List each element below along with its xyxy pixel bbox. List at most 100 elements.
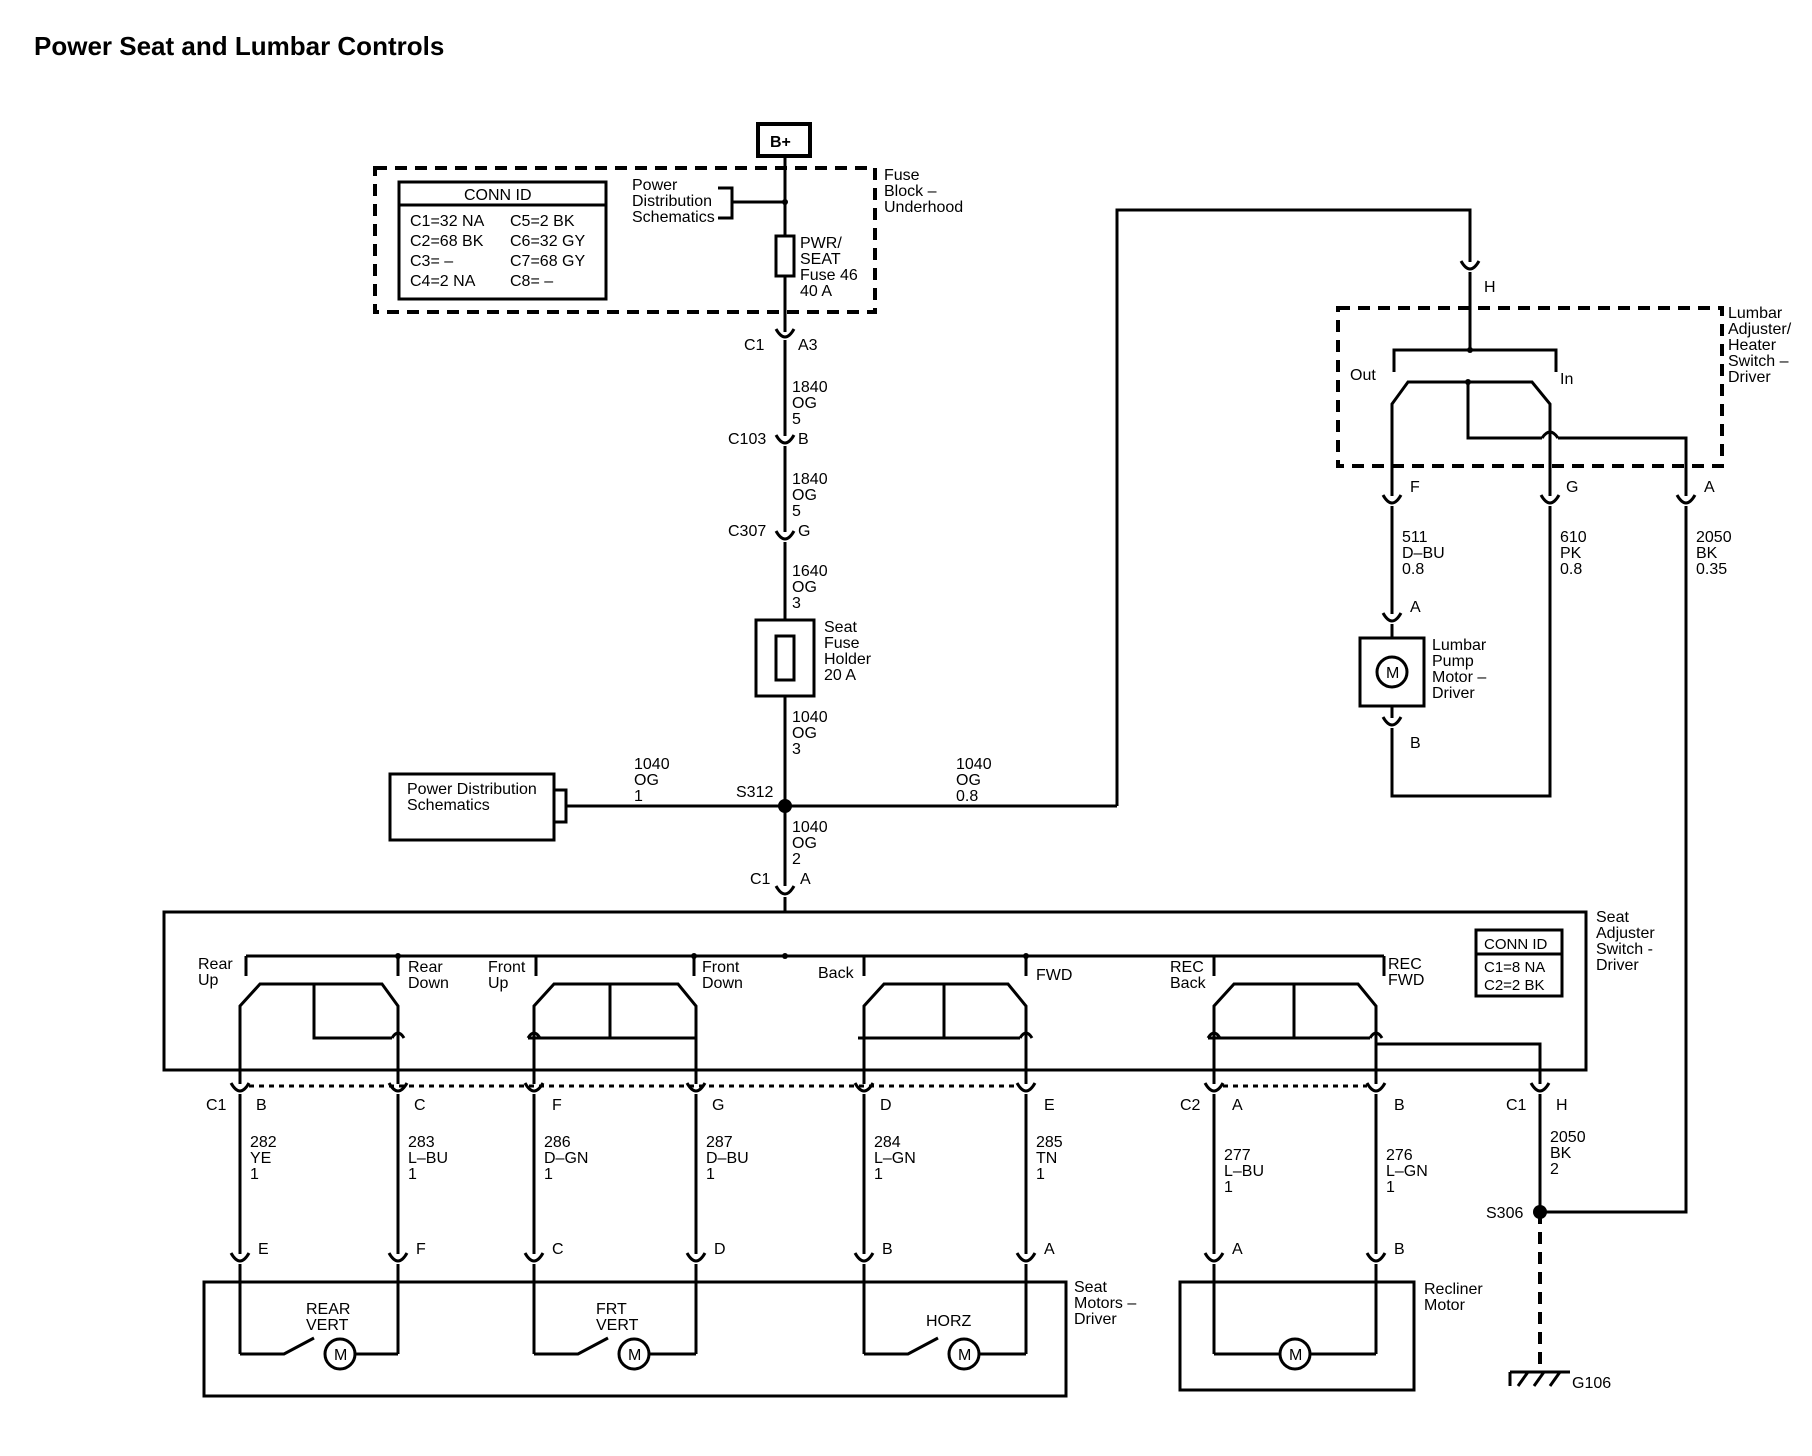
svg-text:Motor: Motor bbox=[1424, 1297, 1466, 1314]
svg-text:Up: Up bbox=[488, 975, 509, 992]
motor-pin-labels: E F C D B A A B bbox=[258, 1241, 1405, 1258]
conn-c1-label: C1 bbox=[744, 337, 765, 354]
svg-text:FWD: FWD bbox=[1388, 972, 1424, 989]
motor-frt-vert bbox=[534, 1336, 696, 1371]
seat-conn-id-row-1: C1=8 NA bbox=[1484, 959, 1545, 976]
svg-text:1: 1 bbox=[408, 1166, 417, 1183]
wire-1040-right: 1040 OG 0.8 bbox=[956, 756, 992, 805]
svg-text:2: 2 bbox=[1550, 1161, 1559, 1178]
svg-text:511: 511 bbox=[1402, 529, 1428, 546]
svg-text:Recliner: Recliner bbox=[1424, 1281, 1483, 1298]
svg-text:2: 2 bbox=[792, 851, 801, 868]
switch-rear-vert bbox=[238, 982, 406, 1070]
svg-text:TN: TN bbox=[1036, 1150, 1057, 1167]
svg-text:PWR/: PWR/ bbox=[800, 235, 842, 252]
svg-text:Rear: Rear bbox=[408, 959, 443, 976]
svg-text:B: B bbox=[1394, 1097, 1405, 1114]
svg-text:1: 1 bbox=[544, 1166, 553, 1183]
motor-frt-vert-label-2: VERT bbox=[596, 1317, 639, 1334]
splice-s306-label: S306 bbox=[1486, 1205, 1523, 1222]
svg-text:286: 286 bbox=[544, 1134, 571, 1151]
svg-text:F: F bbox=[552, 1097, 562, 1114]
recliner-motor-label: Recliner Motor bbox=[1424, 1281, 1483, 1314]
svg-text:OG: OG bbox=[792, 835, 817, 852]
svg-text:Motor –: Motor – bbox=[1432, 669, 1486, 686]
conn-id-title: CONN ID bbox=[464, 187, 532, 204]
lumbar-in-label: In bbox=[1560, 371, 1573, 388]
svg-text:C5=2 BK: C5=2 BK bbox=[510, 213, 575, 230]
svg-text:OG: OG bbox=[956, 772, 981, 789]
svg-text:Adjuster/: Adjuster/ bbox=[1728, 321, 1792, 338]
conn-c103-label: C103 bbox=[728, 431, 766, 448]
wire-1040-b: 1040 OG 2 bbox=[792, 819, 828, 868]
svg-text:Fuse: Fuse bbox=[824, 635, 860, 652]
svg-text:L–BU: L–BU bbox=[408, 1150, 448, 1167]
svg-text:Driver: Driver bbox=[1596, 957, 1639, 974]
recliner-motor-box bbox=[1178, 1280, 1416, 1392]
splice-s312-label: S312 bbox=[736, 784, 773, 801]
svg-text:E: E bbox=[258, 1241, 269, 1258]
svg-text:C6=32 GY: C6=32 GY bbox=[510, 233, 585, 250]
svg-text:H: H bbox=[1556, 1097, 1568, 1114]
svg-text:0.8: 0.8 bbox=[956, 788, 978, 805]
wire-1840-a: 1840 OG 5 bbox=[792, 379, 828, 428]
svg-text:Adjuster: Adjuster bbox=[1596, 925, 1655, 942]
motor-rear-vert-m: M bbox=[334, 1347, 347, 1364]
motor-frt-vert-m: M bbox=[628, 1347, 641, 1364]
motor-horz-label: HORZ bbox=[926, 1313, 972, 1330]
ground-symbol bbox=[1508, 1370, 1570, 1387]
svg-text:277: 277 bbox=[1224, 1147, 1251, 1164]
svg-text:F: F bbox=[416, 1241, 426, 1258]
conn-c2-seat: C2 bbox=[1180, 1097, 1201, 1114]
motor-rear-vert bbox=[240, 1336, 398, 1371]
svg-text:3: 3 bbox=[792, 595, 801, 612]
svg-text:BK: BK bbox=[1550, 1145, 1572, 1162]
conn-c307-label: C307 bbox=[728, 523, 766, 540]
motor-horz bbox=[864, 1336, 1026, 1371]
svg-text:C: C bbox=[414, 1097, 426, 1114]
svg-text:283: 283 bbox=[408, 1134, 435, 1151]
svg-text:Fuse 46: Fuse 46 bbox=[800, 267, 858, 284]
svg-text:Front: Front bbox=[488, 959, 526, 976]
svg-text:Schematics: Schematics bbox=[407, 797, 490, 814]
svg-text:A: A bbox=[1044, 1241, 1055, 1258]
svg-text:OG: OG bbox=[792, 725, 817, 742]
lumbar-motor-pin-a: A bbox=[1410, 599, 1421, 616]
svg-text:Seat: Seat bbox=[1596, 909, 1629, 926]
svg-text:Rear: Rear bbox=[198, 956, 233, 973]
pds-reference-box bbox=[388, 772, 556, 842]
svg-text:0.8: 0.8 bbox=[1560, 561, 1582, 578]
lumbar-motor-m: M bbox=[1386, 665, 1399, 682]
switch-horz bbox=[858, 982, 1034, 1070]
svg-text:1: 1 bbox=[1036, 1166, 1045, 1183]
seat-motors-label: Seat Motors – Driver bbox=[1074, 1279, 1136, 1328]
seat-adjuster-switch-label: Seat Adjuster Switch - Driver bbox=[1596, 909, 1655, 974]
svg-text:Front: Front bbox=[702, 959, 740, 976]
svg-text:610: 610 bbox=[1560, 529, 1587, 546]
svg-text:Lumbar: Lumbar bbox=[1728, 305, 1783, 322]
wire-2050-lumbar: 2050 BK 0.35 bbox=[1696, 529, 1732, 578]
svg-text:OG: OG bbox=[792, 487, 817, 504]
svg-text:2050: 2050 bbox=[1550, 1129, 1586, 1146]
motor-rear-vert-label-2: VERT bbox=[306, 1317, 349, 1334]
svg-text:1: 1 bbox=[874, 1166, 883, 1183]
pwr-seat-fuse-46 bbox=[774, 234, 796, 278]
seat-conn-id-table bbox=[1474, 928, 1564, 998]
motor-frt-vert-label-1: FRT bbox=[596, 1301, 627, 1318]
svg-text:20 A: 20 A bbox=[824, 667, 856, 684]
svg-text:276: 276 bbox=[1386, 1147, 1413, 1164]
svg-text:1: 1 bbox=[634, 788, 643, 805]
svg-text:1040: 1040 bbox=[792, 819, 828, 836]
conn-c1-a-pin: A bbox=[800, 871, 811, 888]
svg-text:Switch -: Switch - bbox=[1596, 941, 1653, 958]
wire-1640: 1640 OG 3 bbox=[792, 563, 828, 612]
conn-c307-pin: G bbox=[798, 523, 810, 540]
conn-c1-a-label: C1 bbox=[750, 871, 771, 888]
svg-text:OG: OG bbox=[792, 395, 817, 412]
svg-text:C3= –: C3= – bbox=[410, 253, 453, 270]
svg-text:Heater: Heater bbox=[1728, 337, 1777, 354]
switch-recliner bbox=[1206, 982, 1384, 1070]
svg-text:284: 284 bbox=[874, 1134, 901, 1151]
svg-text:Seat: Seat bbox=[824, 619, 857, 636]
